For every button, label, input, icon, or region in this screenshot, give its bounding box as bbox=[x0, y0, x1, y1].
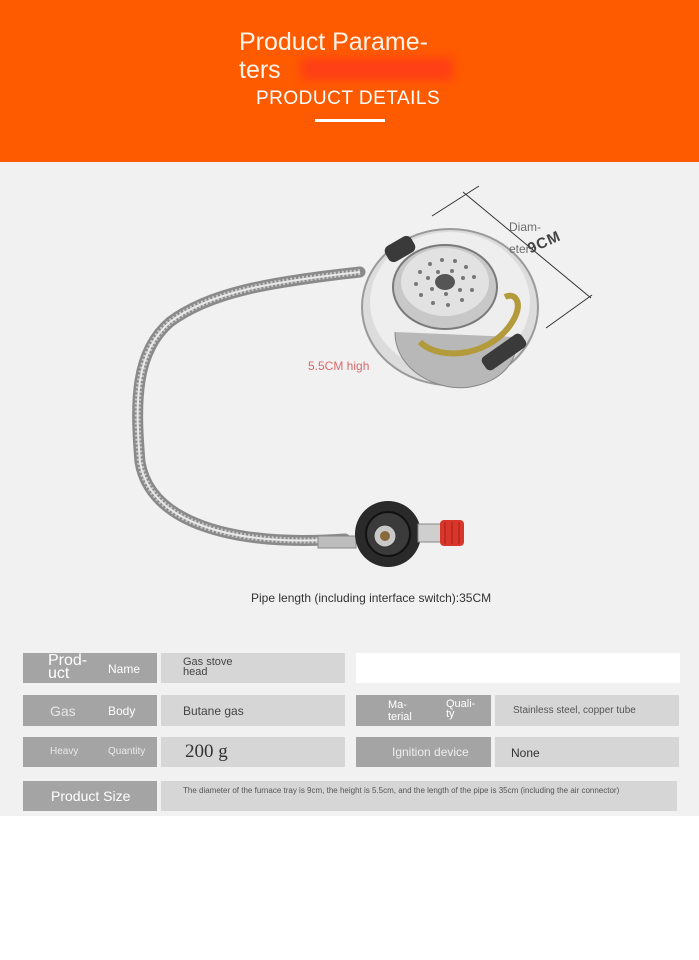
value-text: 200 g bbox=[185, 741, 228, 762]
diameter-label: Diam-eter bbox=[509, 220, 541, 256]
page-subtitle: PRODUCT DETAILS bbox=[256, 88, 441, 109]
label-part-c: Ignition device bbox=[392, 745, 469, 759]
spec-value-material-quality: Stainless steel, copper tube bbox=[495, 695, 679, 726]
label-part-d: Quali-ty bbox=[446, 698, 476, 720]
spec-empty-cell bbox=[356, 653, 680, 683]
gas-regulator bbox=[317, 501, 464, 567]
title-underline bbox=[315, 119, 385, 122]
spec-label-weight: Heavy Quantity bbox=[23, 737, 157, 767]
label-part-a: Prod-uct bbox=[48, 652, 88, 682]
spec-value-ignition: None bbox=[495, 737, 679, 767]
spec-value-product-name: Gas stove head bbox=[161, 653, 345, 683]
spec-label-product-size: Product Size bbox=[23, 781, 157, 811]
label-part-b: Body bbox=[108, 704, 136, 718]
label-part-a: Heavy bbox=[50, 746, 79, 757]
value-text: None bbox=[511, 746, 540, 760]
braided-hose bbox=[132, 266, 366, 546]
pipe-caption: Pipe length (including interface switch)… bbox=[251, 591, 492, 605]
spec-value-product-size: The diameter of the furnace tray is 9cm,… bbox=[161, 781, 677, 811]
spec-label-product-name: Prod-uct Name bbox=[23, 653, 157, 683]
title-blur bbox=[301, 58, 453, 80]
value-text: Stainless steel, copper tube bbox=[513, 705, 636, 716]
value-text: The diameter of the furnace tray is 9cm,… bbox=[183, 786, 620, 795]
bottom-blank-area bbox=[0, 816, 699, 960]
product-illustration bbox=[132, 185, 593, 567]
label-part-b: Name bbox=[108, 662, 141, 676]
label-part-a: Gas bbox=[50, 703, 76, 719]
title-text: Product Parame-ters bbox=[239, 28, 428, 84]
stove-head bbox=[361, 228, 539, 389]
header-banner: Product Parame-ters PRODUCT DETAILS bbox=[0, 0, 699, 162]
value-text: Gas stove head bbox=[183, 656, 233, 678]
label-part-b: Quantity bbox=[108, 746, 146, 757]
page-title: Product Parame-ters bbox=[239, 28, 469, 84]
spec-label-material-quality: Ma-terial Quali-ty bbox=[356, 695, 491, 726]
height-label: 5.5CM high bbox=[308, 359, 370, 373]
label-text: Product Size bbox=[51, 788, 131, 804]
spec-value-gas-body: Butane gas bbox=[161, 695, 345, 726]
spec-label-gas-body: Gas Body bbox=[23, 695, 157, 726]
value-text: Butane gas bbox=[183, 704, 244, 718]
diameter-dimension-line bbox=[431, 185, 593, 329]
spec-label-ignition: Ignition device bbox=[356, 737, 491, 767]
spec-value-weight: 200 g bbox=[161, 737, 345, 767]
label-part-c: Ma-terial bbox=[388, 699, 412, 723]
